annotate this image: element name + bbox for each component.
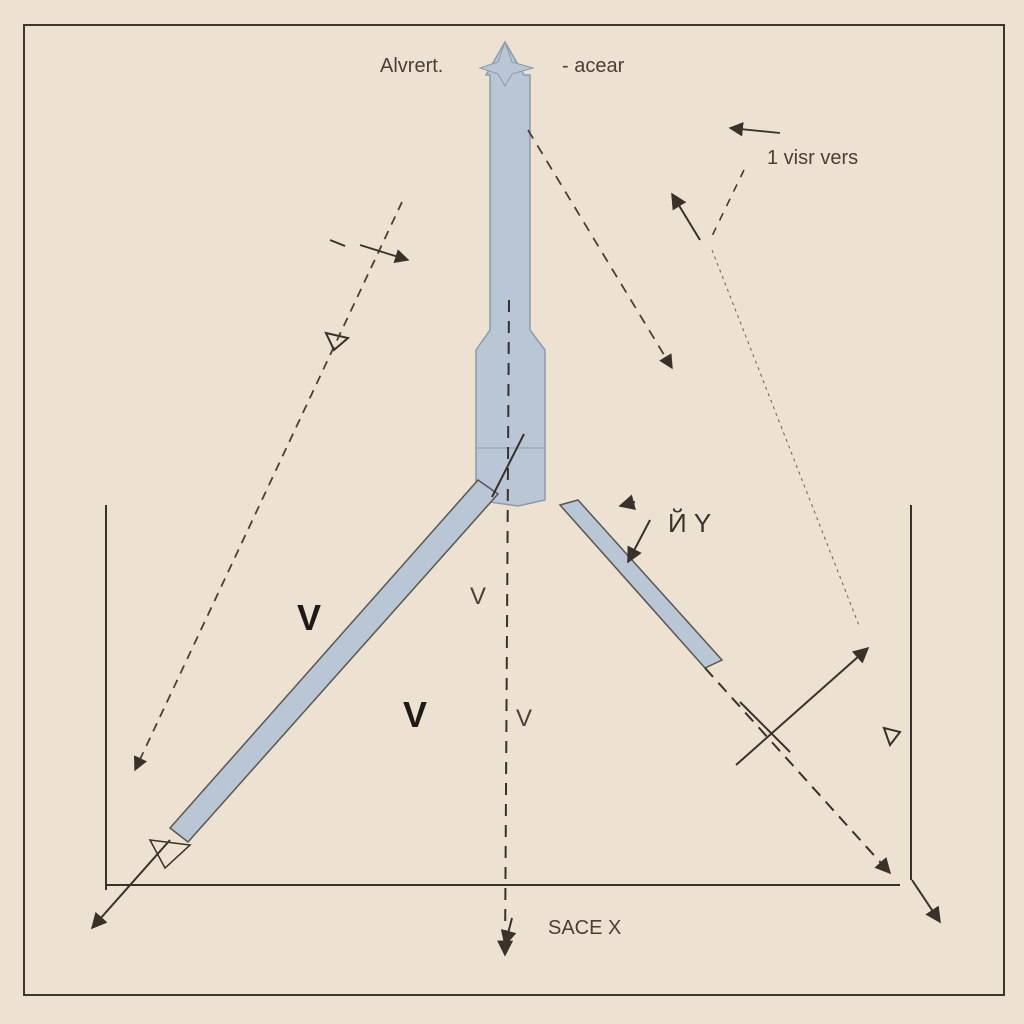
far-right-thin-line	[711, 249, 861, 629]
left-small-mark	[329, 239, 346, 247]
right-leg-bar	[558, 499, 724, 669]
label-v-left: V	[297, 597, 322, 638]
left-triangle-icon	[324, 331, 351, 352]
label-v-axis: V	[470, 583, 487, 610]
note-dash	[711, 169, 745, 237]
right-triangle-icon	[882, 726, 902, 748]
bottom-axis-arrow	[500, 917, 517, 947]
center-axis-dashed	[497, 299, 514, 957]
outer-frame	[23, 24, 1005, 996]
left-leg-tip-arrow	[90, 839, 171, 930]
label-top-right: - acear	[562, 55, 625, 77]
label-right-note: 1 visr vers	[767, 147, 859, 169]
label-top-left: Alvrert.	[380, 55, 444, 77]
left-leg-scribble-icon	[148, 839, 192, 870]
left-tick-arrow	[359, 244, 410, 264]
note-arrow	[728, 122, 781, 137]
lower-right-dashed-arrow	[704, 667, 892, 875]
label-right-mid: Й Y	[668, 508, 712, 538]
far-right-short-arrow	[671, 192, 701, 241]
label-v-center-big: V	[403, 694, 428, 735]
right-wall-arrow	[911, 879, 941, 924]
left-leg-bar	[168, 479, 500, 844]
right-mid-tick	[618, 494, 636, 511]
cross-arrow	[735, 646, 870, 766]
cross-stroke	[739, 701, 791, 753]
left-dashed-arrow	[133, 201, 403, 772]
label-bottom: SACE X	[548, 917, 622, 939]
right-mid-arrow	[627, 519, 651, 564]
tower-bar	[475, 40, 546, 507]
tower-star-icon	[478, 40, 535, 87]
upper-right-dashed-arrow	[527, 129, 673, 370]
label-v-center-small: V	[516, 705, 533, 732]
center-brace	[491, 433, 525, 498]
